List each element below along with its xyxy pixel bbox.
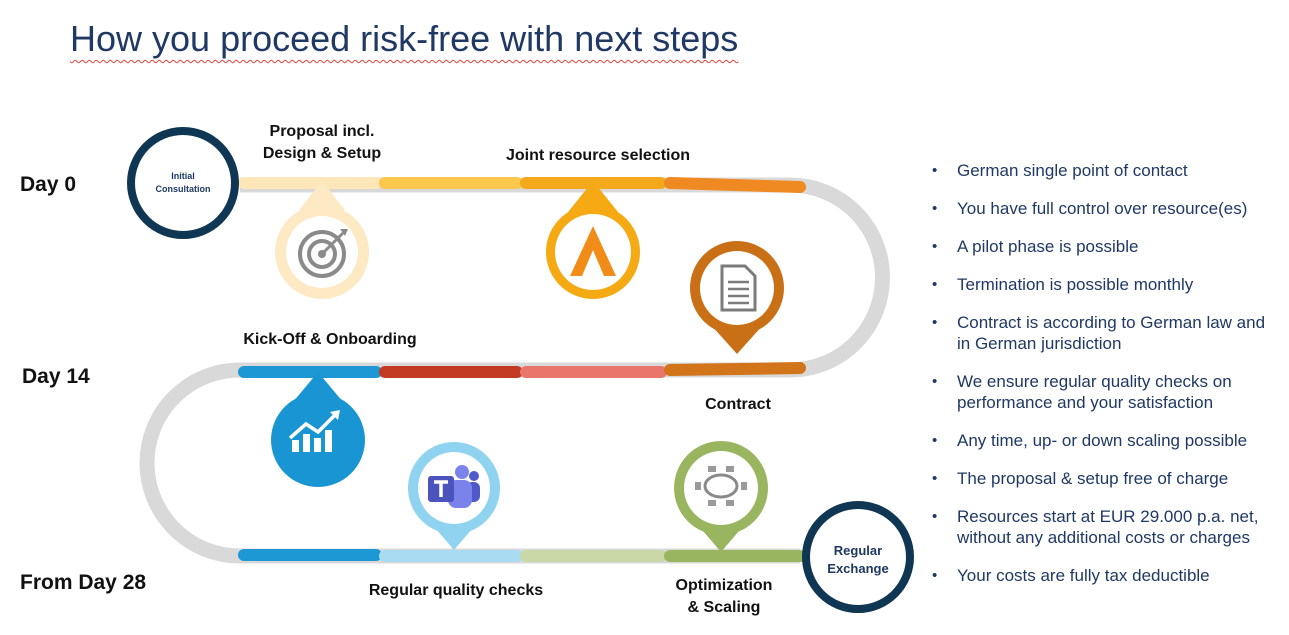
target-icon xyxy=(275,181,369,299)
row3-segments xyxy=(238,549,806,562)
list-item: A pilot phase is possible xyxy=(932,236,1282,257)
row1-segments xyxy=(238,177,806,193)
list-item: Your costs are fully tax deductible xyxy=(932,565,1282,586)
list-item: German single point of contact xyxy=(932,160,1282,181)
step-proposal-label: Proposal incl. Design & Setup xyxy=(262,123,382,162)
tent-logo-icon xyxy=(546,181,640,299)
list-item: You have full control over resource(es) xyxy=(932,198,1282,219)
day-14-label: Day 14 xyxy=(22,365,90,388)
step-optimization-label: Optimization & Scaling xyxy=(675,577,773,616)
step-contract-label: Contract xyxy=(705,396,771,413)
trend-chart-icon xyxy=(271,372,365,487)
initial-consultation-circle xyxy=(127,127,239,239)
meeting-table-icon xyxy=(674,441,768,552)
list-item: Termination is possible monthly xyxy=(932,274,1282,295)
list-item: The proposal & setup free of charge xyxy=(932,468,1282,489)
process-roadmap xyxy=(127,127,914,613)
day-28-label: From Day 28 xyxy=(20,571,147,594)
list-item: Resources start at EUR 29.000 p.a. net, … xyxy=(932,506,1282,548)
list-item: We ensure regular quality checks on perf… xyxy=(932,371,1282,413)
teams-icon xyxy=(408,442,500,550)
regular-exchange-circle xyxy=(802,501,914,613)
page-title: How you proceed risk-free with next step… xyxy=(70,18,739,59)
step-joint-label: Joint resource selection xyxy=(505,147,691,164)
document-icon xyxy=(690,241,784,354)
list-item: Contract is according to German law and … xyxy=(932,312,1282,354)
regular-exchange-label: Regular Exchange xyxy=(827,543,889,576)
list-item: Any time, up- or down scaling possible xyxy=(932,430,1282,451)
day-0-label: Day 0 xyxy=(20,173,77,196)
initial-consultation-label: Initial Consultation xyxy=(155,171,211,194)
row2-segments xyxy=(238,362,806,378)
step-quality-label: Regular quality checks xyxy=(368,582,544,599)
step-kickoff-label: Kick-Off & Onboarding xyxy=(243,331,417,348)
benefits-list: German single point of contact You have … xyxy=(932,160,1282,603)
